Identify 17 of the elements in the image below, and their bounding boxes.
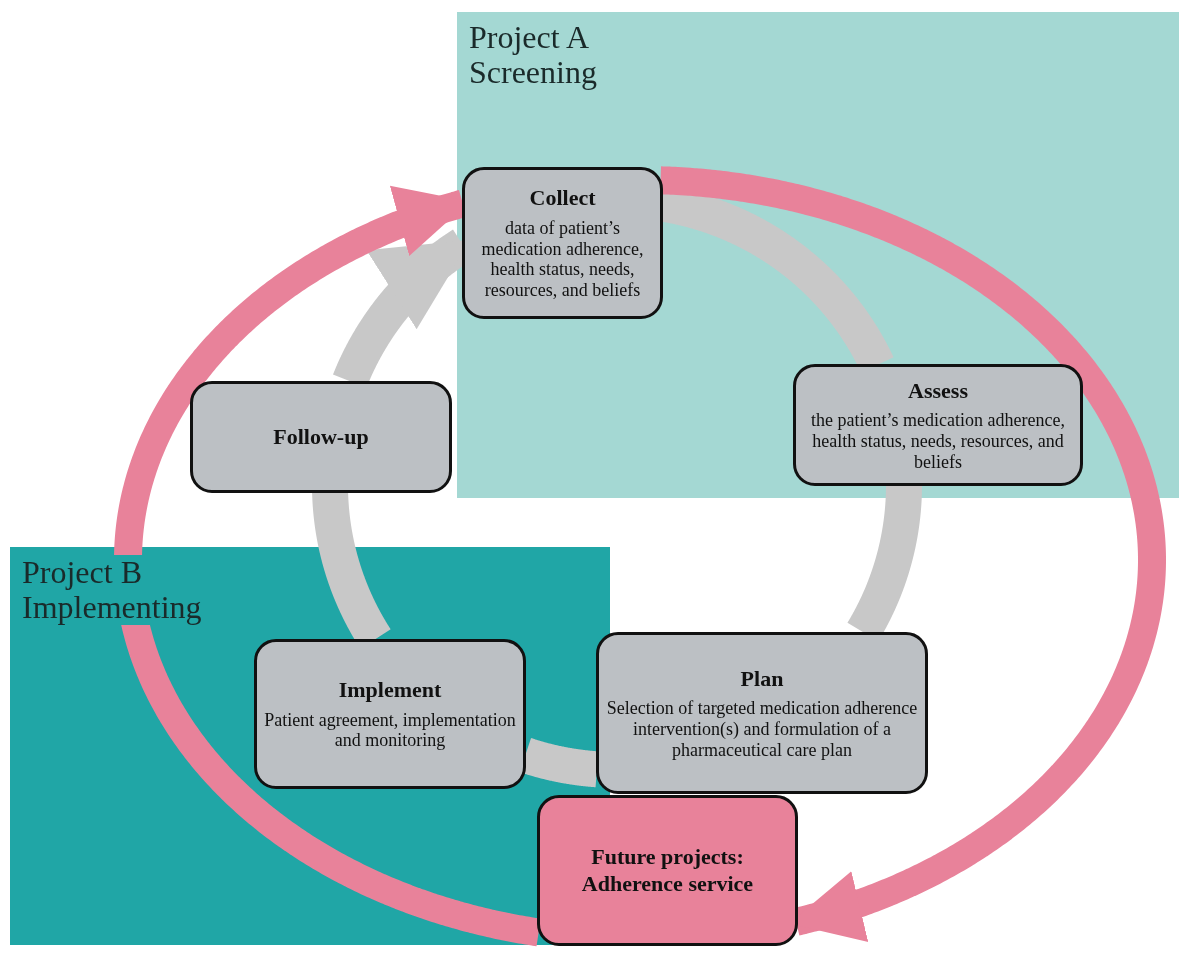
step-box [254,639,526,789]
step-title: Assess [908,377,968,405]
step-description: Patient agreement, implementation and monitoring [263,709,517,751]
project-panel [457,12,1179,498]
future-box [537,795,798,946]
step-box [793,364,1083,486]
step-title: Collect [529,185,596,212]
step-description: Selection of targeted medication adherence intervention(s) and formulation of a pharmaceutical care plan [605,698,919,761]
step-description: the patient’s medication adherence, health status, needs, resources, and beliefs [810,410,1066,473]
step-box [462,167,663,319]
step-box [596,632,928,794]
step-title: Follow-up [273,423,369,451]
step-title: Future projects: Adherence service [580,844,755,897]
step-box [190,381,452,493]
step-title: Implement [338,677,442,704]
step-title: Plan [740,665,784,693]
step-description: data of patient’s medication adherence, health status, needs, resources, and beliefs [480,217,645,301]
